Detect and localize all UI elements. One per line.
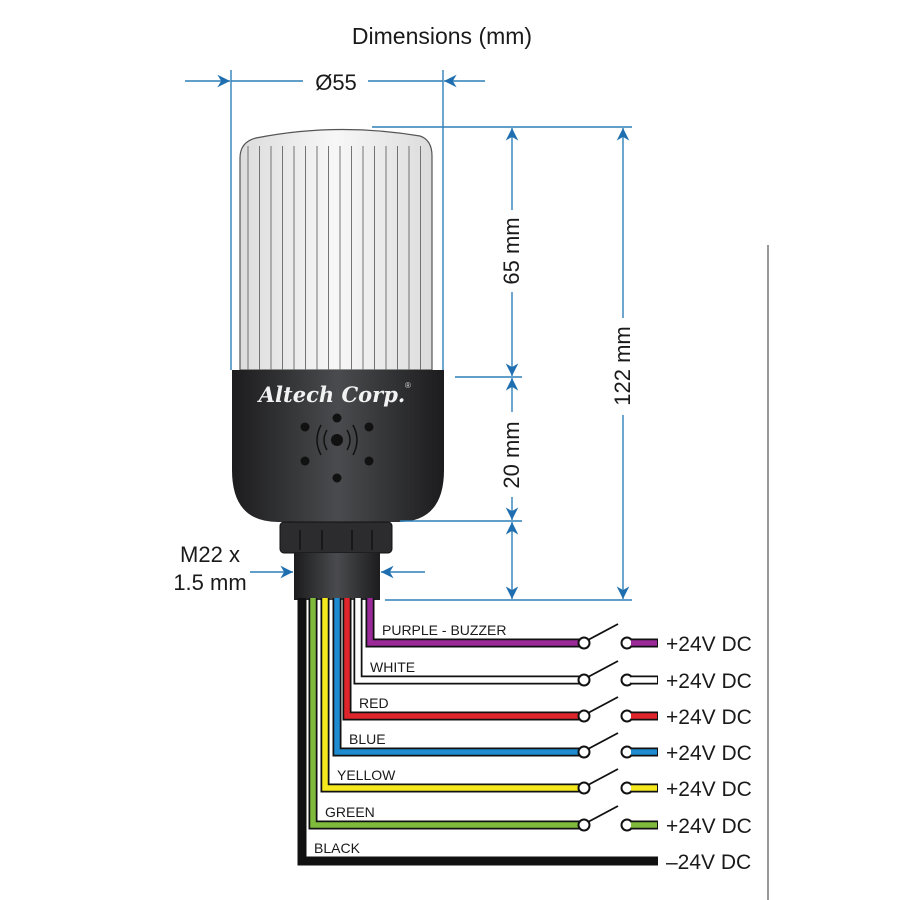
supply-label: +24V DC (666, 670, 752, 693)
wire-black: BLACK –24V DC (297, 598, 751, 874)
lens-height-label: 65 mm (499, 217, 524, 284)
wiring-diagram: PURPLE - BUZZER +24V DC WHITE +24V DC RED +24… (297, 598, 752, 874)
wire-label: PURPLE - BUZZER (382, 622, 506, 638)
wire-yellow: YELLOW +24V DC (320, 598, 752, 801)
wire-label: RED (359, 695, 389, 711)
base-housing (232, 370, 444, 522)
wire-blue: BLUE +24V DC (332, 598, 752, 765)
switch-icon (577, 623, 634, 650)
diameter-label: Ø55 (315, 70, 357, 95)
wire-label: GREEN (325, 804, 375, 820)
brand-logo: Altech Corp. (257, 382, 405, 407)
diagram-title: Dimensions (mm) (352, 23, 532, 49)
supply-label: +24V DC (666, 633, 752, 656)
wire-line (344, 598, 580, 719)
switch-icon (577, 768, 634, 795)
wire-label: WHITE (370, 659, 415, 675)
registered-mark: ® (405, 381, 411, 390)
wire-line (310, 598, 580, 828)
supply-label: +24V DC (666, 742, 752, 765)
signal-light: Altech Corp. ® (232, 128, 444, 600)
wire-line (367, 598, 580, 646)
diameter-dimension: Ø55 (185, 70, 485, 370)
supply-label: +24V DC (666, 706, 752, 729)
wire-purple: PURPLE - BUZZER +24V DC (365, 598, 752, 656)
wire-label: BLUE (349, 731, 386, 747)
switch-icon (577, 732, 634, 759)
wire-line (334, 598, 580, 755)
thread-label-line2: 1.5 mm (173, 570, 246, 595)
switch-icon (577, 660, 634, 687)
wire-label: BLACK (314, 840, 361, 856)
height-dimensions: 65 mm 20 mm 122 mm (372, 126, 635, 601)
buzzer-icon (300, 413, 374, 483)
wire-line (299, 598, 658, 864)
supply-label: –24V DC (666, 851, 751, 874)
wire-red: RED +24V DC (342, 598, 752, 729)
threaded-neck (294, 553, 380, 600)
wire-green: GREEN +24V DC (308, 598, 752, 838)
thread-label-line1: M22 x (180, 542, 240, 567)
supply-label: +24V DC (666, 815, 752, 838)
wire-line (355, 598, 580, 683)
wire-label: YELLOW (337, 767, 396, 783)
thread-dimension: M22 x 1.5 mm (173, 542, 425, 595)
lens (239, 128, 433, 371)
mounting-nut (279, 521, 393, 554)
switch-icon (577, 696, 634, 723)
base-height-label: 20 mm (499, 421, 524, 488)
switch-icon (577, 805, 634, 832)
supply-label: +24V DC (666, 778, 752, 801)
wire-white: WHITE +24V DC (353, 598, 752, 693)
wire-line (322, 598, 580, 791)
total-height-label: 122 mm (610, 326, 635, 405)
